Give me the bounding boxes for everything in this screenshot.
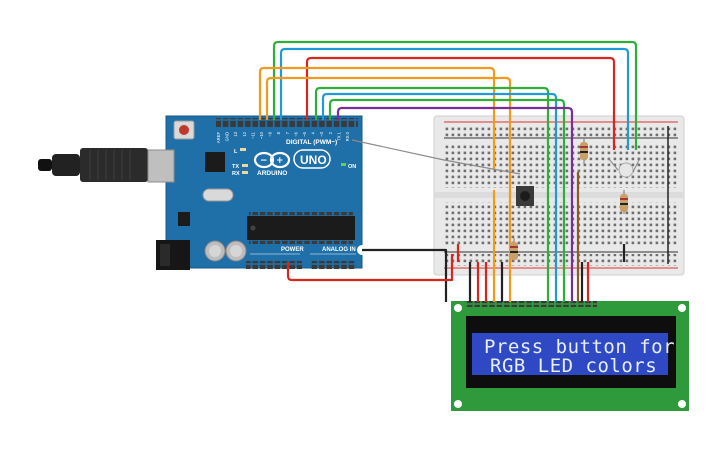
digital-pin-label: ~9 — [268, 131, 273, 136]
lcd-module[interactable]: Press button for RGB LED colors — [451, 301, 689, 411]
lcd-line-2: RGB LED colors — [490, 355, 657, 377]
digital-pin-label: 8 — [276, 131, 281, 134]
arduino-logo: − + — [253, 151, 291, 169]
lcd-pin-header — [465, 301, 597, 307]
l-led — [240, 148, 246, 151]
digital-pin-label: 4 — [311, 131, 316, 134]
wire-purple — [336, 106, 574, 302]
digital-pin-label: RX 0 — [345, 131, 350, 141]
capacitors — [204, 240, 247, 262]
wire-red-5v — [286, 254, 454, 282]
wire-grey — [351, 139, 521, 175]
usb-chip — [205, 152, 225, 172]
digital-pin-label: ~10 — [259, 131, 264, 139]
on-label: ON — [348, 164, 356, 170]
digital-pin-label: TX 1 — [336, 131, 341, 141]
rx-label: RX — [232, 171, 240, 177]
digital-pin-label: ~3 — [319, 131, 324, 136]
l-label: L — [234, 149, 238, 155]
digital-pin-label: 12 — [242, 131, 247, 136]
svg-text:UNO: UNO — [300, 153, 327, 167]
uno-badge: UNO — [293, 149, 331, 169]
digital-pin-label: 13 — [233, 131, 238, 136]
rgb-led — [607, 157, 641, 178]
resistor-3 — [510, 238, 518, 262]
usb-cable — [38, 148, 175, 183]
atmega-chip — [247, 212, 355, 244]
arduino-brand: ARDUINO — [257, 170, 287, 177]
digital-header[interactable] — [216, 118, 358, 127]
wire-black-gnd — [362, 248, 448, 302]
lcd-line-1: Press button for — [484, 336, 675, 358]
resistor-1 — [580, 138, 588, 164]
digital-pin-label: ~5 — [302, 131, 307, 136]
reset-button[interactable] — [173, 120, 195, 140]
power-jack — [156, 240, 190, 270]
wire-cyan-2 — [321, 92, 558, 302]
wires — [258, 40, 669, 302]
wire-green-2 — [314, 86, 550, 302]
analog-label: ANALOG IN — [322, 247, 356, 253]
wire-green-3 — [328, 98, 566, 302]
wire-cyan-top — [279, 47, 630, 150]
svg-text:−: − — [260, 156, 268, 166]
digital-pin-label: AREF — [216, 132, 221, 144]
resistor-2 — [620, 190, 628, 214]
wire-green-top — [272, 40, 638, 150]
regulator — [178, 212, 190, 226]
digital-pin-label: 2 — [328, 131, 333, 134]
power-header[interactable] — [246, 261, 302, 269]
digital-pin-label: ~11 — [250, 131, 255, 138]
lcd-screen — [472, 333, 668, 375]
power-label: POWER — [281, 247, 304, 253]
digital-label: DIGITAL (PWM~) — [286, 139, 337, 146]
svg-text:+: + — [276, 156, 284, 166]
wire-red-top — [305, 56, 616, 150]
digital-pin-label: ~6 — [293, 131, 298, 136]
breadboard — [433, 115, 685, 276]
digital-pin-label: 7 — [285, 131, 290, 134]
digital-pin-label: GND — [225, 132, 230, 141]
tx-label: TX — [232, 164, 239, 170]
pushbutton[interactable] — [516, 186, 534, 206]
wire-orange-2 — [265, 76, 512, 302]
on-led — [341, 163, 346, 166]
wire-orange-1 — [258, 66, 496, 170]
crystal — [202, 188, 234, 202]
analog-header[interactable] — [310, 261, 356, 269]
